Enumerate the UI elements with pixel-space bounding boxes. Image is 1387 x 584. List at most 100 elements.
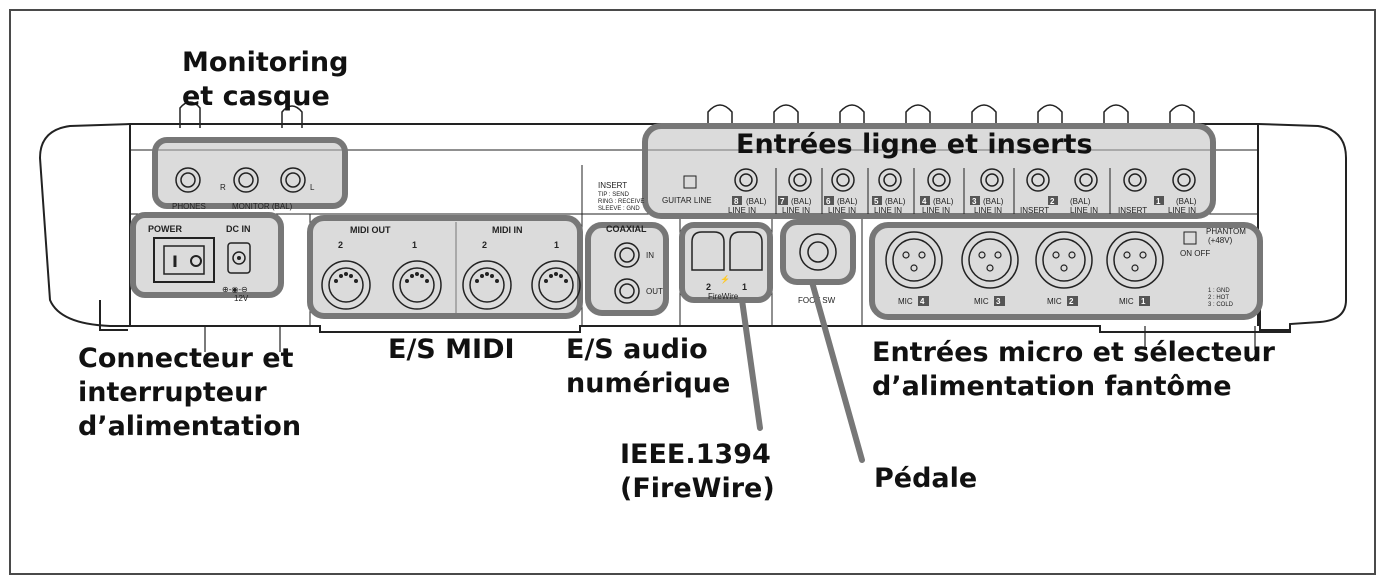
foot-switch-jack (799, 233, 837, 271)
coax-out-jack (614, 278, 640, 304)
figure-frame (9, 9, 1376, 575)
highlight-foot-switch (780, 219, 856, 285)
mic-label: MIC (974, 297, 989, 306)
bal-label: (BAL) (746, 197, 767, 206)
midi-out-label: MIDI OUT (350, 225, 391, 235)
midi-port-number: 1 (412, 240, 417, 250)
midi-port-number: 1 (554, 240, 559, 250)
callout-mic-inputs-line2: d’alimentation fantôme (872, 371, 1232, 402)
line-in-label: LINE IN (922, 206, 950, 215)
phantom-label: PHANTOM (1206, 227, 1246, 236)
phantom-switch (1183, 231, 1197, 245)
coax-out-label: OUT (646, 287, 663, 296)
bal-label: (BAL) (791, 197, 812, 206)
line-in-label: LINE IN (782, 206, 810, 215)
mic-inputs: MIC MIC MIC MIC 4 3 2 1 PHANTOM (+48V) O… (885, 227, 1246, 308)
bal-label: (BAL) (885, 197, 906, 206)
line-channel-badge (732, 196, 742, 205)
xlr-pinout-line: 3 : COLD (1208, 302, 1234, 308)
callout-monitoring-line2: et casque (182, 81, 330, 112)
coaxial-label: COAXIAL (606, 224, 647, 234)
mic-label: MIC (1047, 297, 1062, 306)
mic-channel-badge (994, 296, 1005, 306)
leader-lines (739, 279, 865, 463)
bal-label: (BAL) (933, 197, 954, 206)
phantom-voltage-label: (+48V) (1208, 236, 1233, 245)
mic-channel-number: 2 (1069, 297, 1074, 306)
midi-in-label: MIDI IN (492, 225, 523, 235)
highlight-midi (307, 215, 583, 319)
dc-in-jack (227, 242, 251, 274)
callout-line-inputs-text: Entrées ligne et inserts (736, 129, 1093, 160)
line-in-label: LINE IN (1168, 206, 1196, 215)
pedal-leader (809, 279, 865, 463)
callout-power-line1: Connecteur et (78, 343, 294, 374)
highlight-power (130, 212, 284, 298)
firewire-port-2 (691, 231, 725, 271)
midi-port-number: 2 (482, 240, 487, 250)
callout-firewire-line2: (FireWire) (620, 473, 775, 504)
callout-mic-inputs-line1: Entrées micro et sélecteur (872, 337, 1275, 368)
line-channel-number: 7 (780, 197, 785, 206)
callout-pedal-text: Pédale (874, 463, 978, 494)
callout-digital-audio-line1: E/S audio (566, 334, 708, 365)
callout-pedal: Pédale (874, 462, 977, 496)
firewire-port-number: 2 (706, 282, 711, 292)
power-label: POWER (148, 224, 183, 234)
line-channel-number: 8 (734, 197, 739, 206)
insert-legend-line: INSERT (598, 181, 627, 190)
line-in-label: LINE IN (728, 206, 756, 215)
callout-monitoring-line1: Monitoring (182, 47, 349, 78)
line-channel-badge (1048, 196, 1058, 205)
guitar-line-switch (683, 175, 697, 189)
midi-in-2-port (462, 260, 512, 310)
power-off-glyph (190, 255, 202, 267)
bal-label: (BAL) (837, 197, 858, 206)
callout-firewire-line1: IEEE.1394 (620, 439, 771, 470)
line-channel-badge (824, 196, 834, 205)
callout-digital-audio-line2: numérique (566, 368, 731, 399)
callout-power-line3: d’alimentation (78, 411, 302, 442)
mic-channel-badge (1139, 296, 1150, 306)
monitor-r-label: R (220, 183, 226, 192)
highlight-firewire (679, 222, 773, 303)
power-on-glyph: I (172, 252, 178, 271)
line-channel-number: 1 (1156, 197, 1161, 206)
insert-legend-line: TIP : SEND (598, 192, 630, 198)
line-in-label: LINE IN (974, 206, 1002, 215)
firewire-port-1 (729, 231, 763, 271)
line-channel-badge (872, 196, 882, 205)
highlight-line-inputs (642, 123, 1216, 219)
callout-digital-audio: E/S audio numérique (566, 333, 730, 401)
xlr-pinout-line: 1 : GND (1208, 288, 1230, 294)
guitar-line-label: GUITAR LINE (662, 196, 712, 205)
monitor-r-jack (233, 167, 259, 193)
xlr-mic-2 (1035, 231, 1093, 289)
monitor-l-jack (280, 167, 306, 193)
bal-label: (BAL) (1070, 197, 1091, 206)
phones-label: PHONES (172, 202, 206, 211)
polarity-symbol: ⊕-◉-⊖ (222, 285, 248, 294)
callout-firewire: IEEE.1394 (FireWire) (620, 438, 775, 506)
callout-line-inputs: Entrées ligne et inserts (736, 128, 1093, 162)
bal-label: (BAL) (983, 197, 1004, 206)
mic-label: MIC (898, 297, 913, 306)
mic-channel-number: 3 (996, 297, 1001, 306)
top-knobs (179, 101, 1195, 128)
insert-legend: INSERT TIP : SEND RING : RECEIVE SLEEVE … (598, 181, 644, 212)
insert-legend-line: SLEEVE : GND (598, 206, 640, 212)
power-section: POWER DC IN I ⊕-◉-⊖ 12V (148, 224, 251, 303)
insert-label: INSERT (1118, 206, 1147, 215)
mic-label: MIC (1119, 297, 1134, 306)
xlr-pinout-line: 2 : HOT (1208, 295, 1229, 301)
firewire-icon: ⚡ (720, 274, 730, 284)
line-channel-number: 6 (826, 197, 831, 206)
coaxial-section: COAXIAL IN OUT (606, 224, 663, 304)
midi-out-2-port (321, 260, 371, 310)
callout-monitoring: Monitoring et casque (182, 46, 348, 114)
midi-port-number: 2 (338, 240, 343, 250)
callout-midi-text: E/S MIDI (388, 334, 515, 365)
power-switch (153, 237, 215, 283)
line-in-label: LINE IN (874, 206, 902, 215)
